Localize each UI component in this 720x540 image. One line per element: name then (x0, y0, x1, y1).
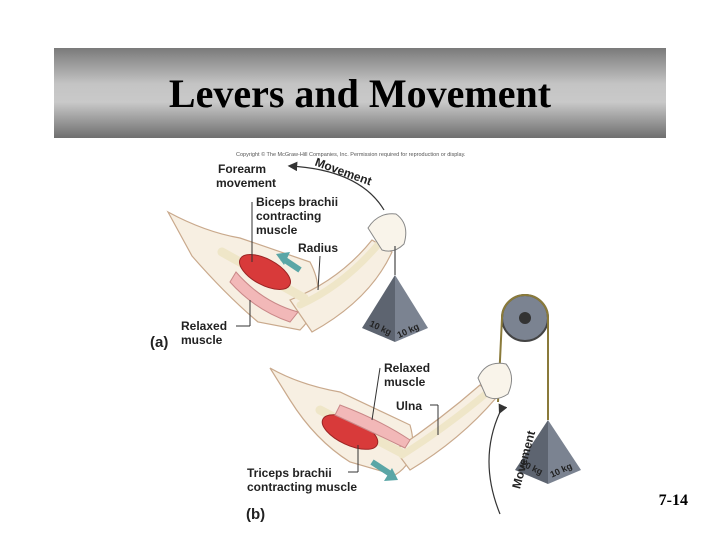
panel-a: 10 kg 10 kg Movement Forearm movement Bi… (150, 155, 428, 351)
movement-arc-b (488, 403, 508, 515)
relaxed-biceps-b (334, 404, 411, 449)
hand-b (477, 362, 512, 400)
panel-a-label: (a) (150, 334, 168, 351)
relaxed-triceps-a (229, 271, 299, 323)
biceps-label: Biceps brachii contracting muscle (256, 195, 341, 237)
contraction-arrow-b (370, 459, 394, 478)
relaxed-muscle-label-b: Relaxed muscle (384, 361, 433, 389)
panel-b: 10 kg 10 kg Movement Relaxed muscle Ulna… (246, 361, 581, 523)
pulley-system (497, 294, 549, 420)
radius-bone-a (296, 236, 386, 309)
weight-b: 10 kg 10 kg (515, 420, 581, 484)
radius-label: Radius (298, 241, 338, 255)
slide-title: Levers and Movement (168, 70, 552, 116)
hand-a (367, 213, 407, 252)
movement-arc-a (287, 161, 385, 211)
weight-a: 10 kg 10 kg (362, 275, 428, 342)
title-bar: Levers and Movement (54, 48, 666, 138)
slide-number: 7-14 (658, 492, 688, 509)
movement-label-a: Movement (313, 155, 374, 188)
biceps-muscle (239, 254, 291, 290)
ulna-bone-b (398, 388, 492, 459)
forearm-movement-label: Forearm movement (216, 162, 276, 190)
triceps-label: Triceps brachii contracting muscle (247, 466, 357, 494)
copyright-note: Copyright © The McGraw-Hill Companies, I… (236, 151, 466, 158)
forearm-a (289, 239, 393, 333)
ulna-label: Ulna (396, 399, 422, 413)
panel-b-label: (b) (246, 506, 265, 523)
relaxed-muscle-label-a: Relaxed muscle (181, 319, 230, 347)
